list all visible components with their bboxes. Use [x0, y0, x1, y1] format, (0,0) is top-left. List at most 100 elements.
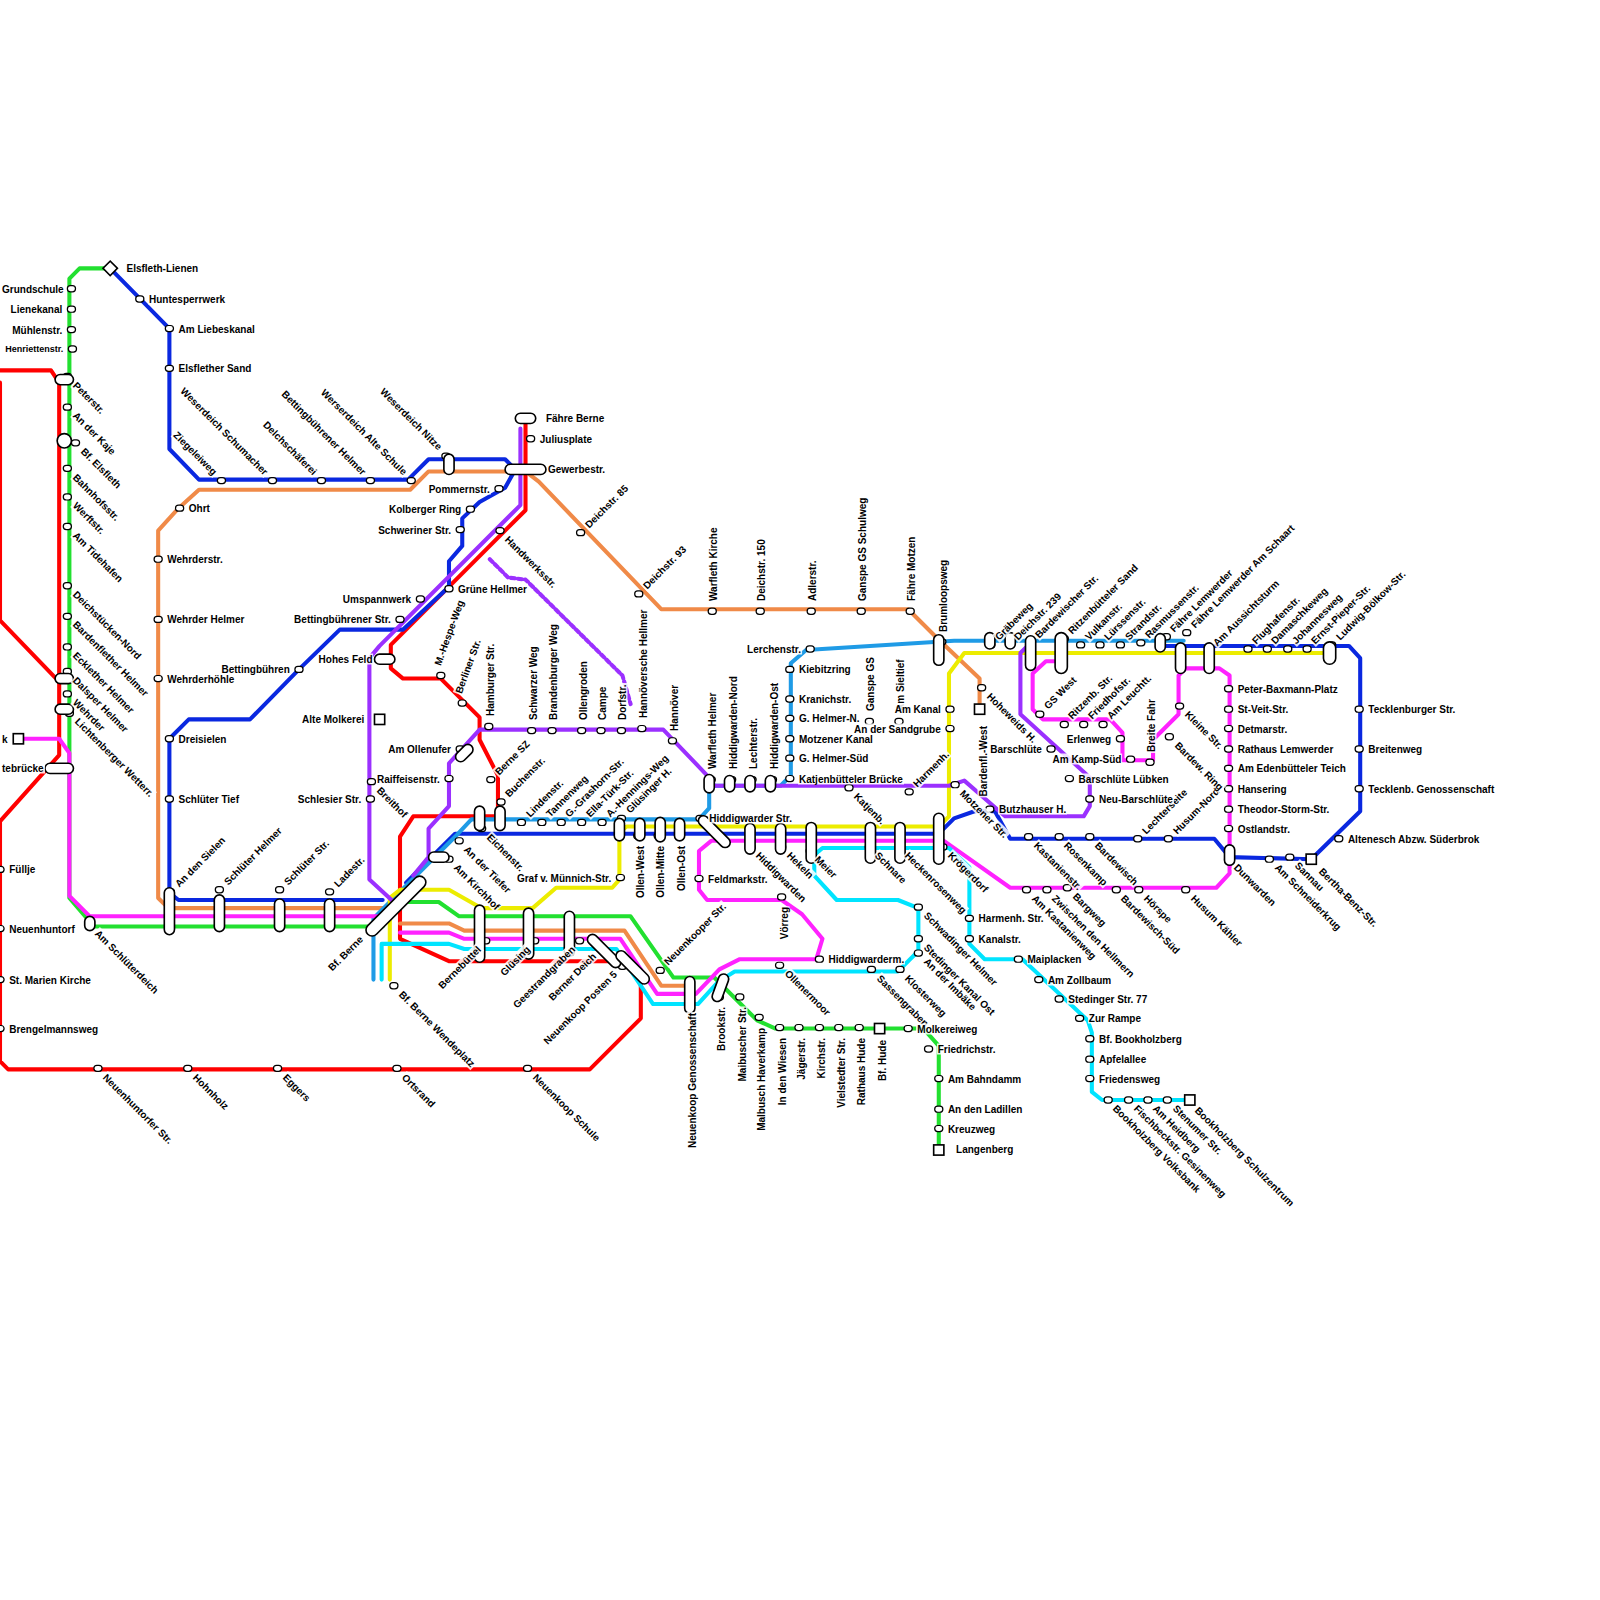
stop-marker — [965, 936, 973, 942]
interchange-marker — [1224, 845, 1234, 865]
interchange-marker — [934, 635, 944, 666]
interchange-marker — [765, 776, 775, 792]
interchange-marker — [1323, 642, 1335, 664]
station-label: Deichstr. 85 — [582, 481, 631, 530]
stop-marker — [935, 1106, 943, 1112]
stop-marker — [576, 938, 584, 944]
station-label: Huntesperrwerk — [148, 294, 226, 305]
station-label: Weserdeich Schumacher — [178, 384, 271, 477]
station-label: Ladestr. — [331, 853, 367, 889]
station-label: Am Edenbütteler Teich — [1237, 763, 1347, 774]
stop-marker — [390, 983, 398, 989]
interchange-marker — [474, 806, 484, 830]
stop-marker — [1086, 796, 1094, 802]
station-label: Weserdeich Nitze — [377, 385, 445, 453]
stop-marker — [1116, 642, 1124, 648]
stop-marker — [445, 776, 453, 782]
stop-marker — [617, 728, 625, 734]
station-label: Schlüter Tief — [178, 794, 240, 805]
station-label: Hamburger Str. — [484, 643, 495, 717]
interchange-marker — [674, 818, 684, 840]
station-label: Lichtenberger Wetterr. — [72, 716, 157, 801]
station-label: Husum Kähler — [1188, 892, 1245, 949]
stop-marker — [756, 608, 764, 614]
station-label: Feldmarkstr. — [707, 873, 768, 884]
stop-marker — [456, 527, 464, 533]
station-label: Adlerstr. — [807, 559, 818, 602]
stop-marker — [577, 530, 585, 536]
stop-marker — [965, 915, 973, 921]
route-line — [400, 661, 1230, 994]
stop-marker — [1076, 1015, 1084, 1021]
stop-marker — [1060, 721, 1068, 727]
stop-marker — [0, 977, 4, 983]
station-label: Eggers — [280, 1071, 313, 1104]
route-line — [0, 383, 56, 679]
interchange-marker — [505, 464, 546, 474]
station-label: Füllje — [8, 864, 36, 875]
station-label: Am Kanal — [894, 704, 942, 715]
interchange-marker — [1176, 643, 1186, 674]
route-line — [413, 643, 1090, 876]
interchange-marker — [1204, 643, 1214, 674]
station-label: Hiddigwarder Str. — [708, 813, 793, 824]
stop-marker — [1224, 686, 1232, 692]
stop-marker — [795, 1024, 803, 1030]
station-label: Ollen-Mitte — [655, 845, 666, 899]
station-label: M.-Hespe-Weg — [432, 598, 467, 668]
stop-marker — [708, 608, 716, 614]
station-label: Molkereiweg — [916, 1023, 978, 1034]
stop-marker — [755, 1014, 763, 1020]
station-label: Hansering — [1237, 783, 1288, 794]
stop-marker — [1303, 646, 1311, 652]
stop-marker — [1263, 646, 1271, 652]
interchange-marker — [724, 776, 734, 792]
stop-marker — [1065, 776, 1073, 782]
stop-marker — [136, 296, 144, 302]
station-label: Grundschule — [1, 283, 65, 294]
stop-marker — [1127, 756, 1135, 762]
station-label: Katjenbütteler Brücke — [798, 773, 904, 784]
stop-marker — [1183, 630, 1191, 636]
stop-marker — [1099, 721, 1107, 727]
stop-marker — [165, 365, 173, 371]
station-label: G. Helmer-Süd — [798, 753, 869, 764]
terminus-marker — [103, 261, 117, 275]
station-label: Breitenweg — [1367, 744, 1423, 755]
station-label: Kolberger Ring — [388, 504, 462, 515]
stop-marker — [154, 616, 162, 622]
stop-marker — [273, 1065, 281, 1071]
station-label: Barschlüte — [989, 744, 1043, 755]
interchange-marker — [57, 434, 71, 448]
stop-marker — [63, 465, 71, 471]
station-label: Brandenburger Weg — [548, 623, 559, 721]
station-label: Raiffeisenstr. — [376, 773, 441, 784]
station-label: Schlüter Str. — [281, 837, 332, 888]
stop-marker — [1163, 1097, 1171, 1103]
station-label: Apfelallee — [1098, 1054, 1147, 1065]
stop-marker — [914, 904, 922, 910]
station-label: In den Wiesen — [776, 1037, 787, 1106]
stop-marker — [578, 728, 586, 734]
stop-marker — [1355, 786, 1363, 792]
station-label: Hannöversche Hellmer — [637, 609, 648, 719]
station-label: Langenberg — [955, 1144, 1014, 1155]
station-label: Neuenkoop Posten 5 — [541, 969, 620, 1048]
station-label: tebrücke — [1, 763, 45, 774]
station-label: Graf v. Münnich-Str. — [516, 872, 612, 883]
station-label: Brookstr. — [716, 1006, 727, 1052]
stop-marker — [1043, 887, 1051, 893]
station-label: St-Veit-Str. — [1237, 704, 1290, 715]
stop-marker — [466, 506, 474, 512]
route-line — [400, 902, 939, 1150]
stop-marker — [1182, 887, 1190, 893]
stop-marker — [1244, 646, 1252, 652]
stop-marker — [935, 1076, 943, 1082]
stop-marker — [295, 666, 303, 672]
interchange-marker — [214, 895, 224, 932]
stop-marker — [1035, 977, 1043, 983]
station-label: Kirchstr. — [816, 1037, 827, 1080]
stop-marker — [165, 736, 173, 742]
stop-marker — [635, 591, 643, 597]
